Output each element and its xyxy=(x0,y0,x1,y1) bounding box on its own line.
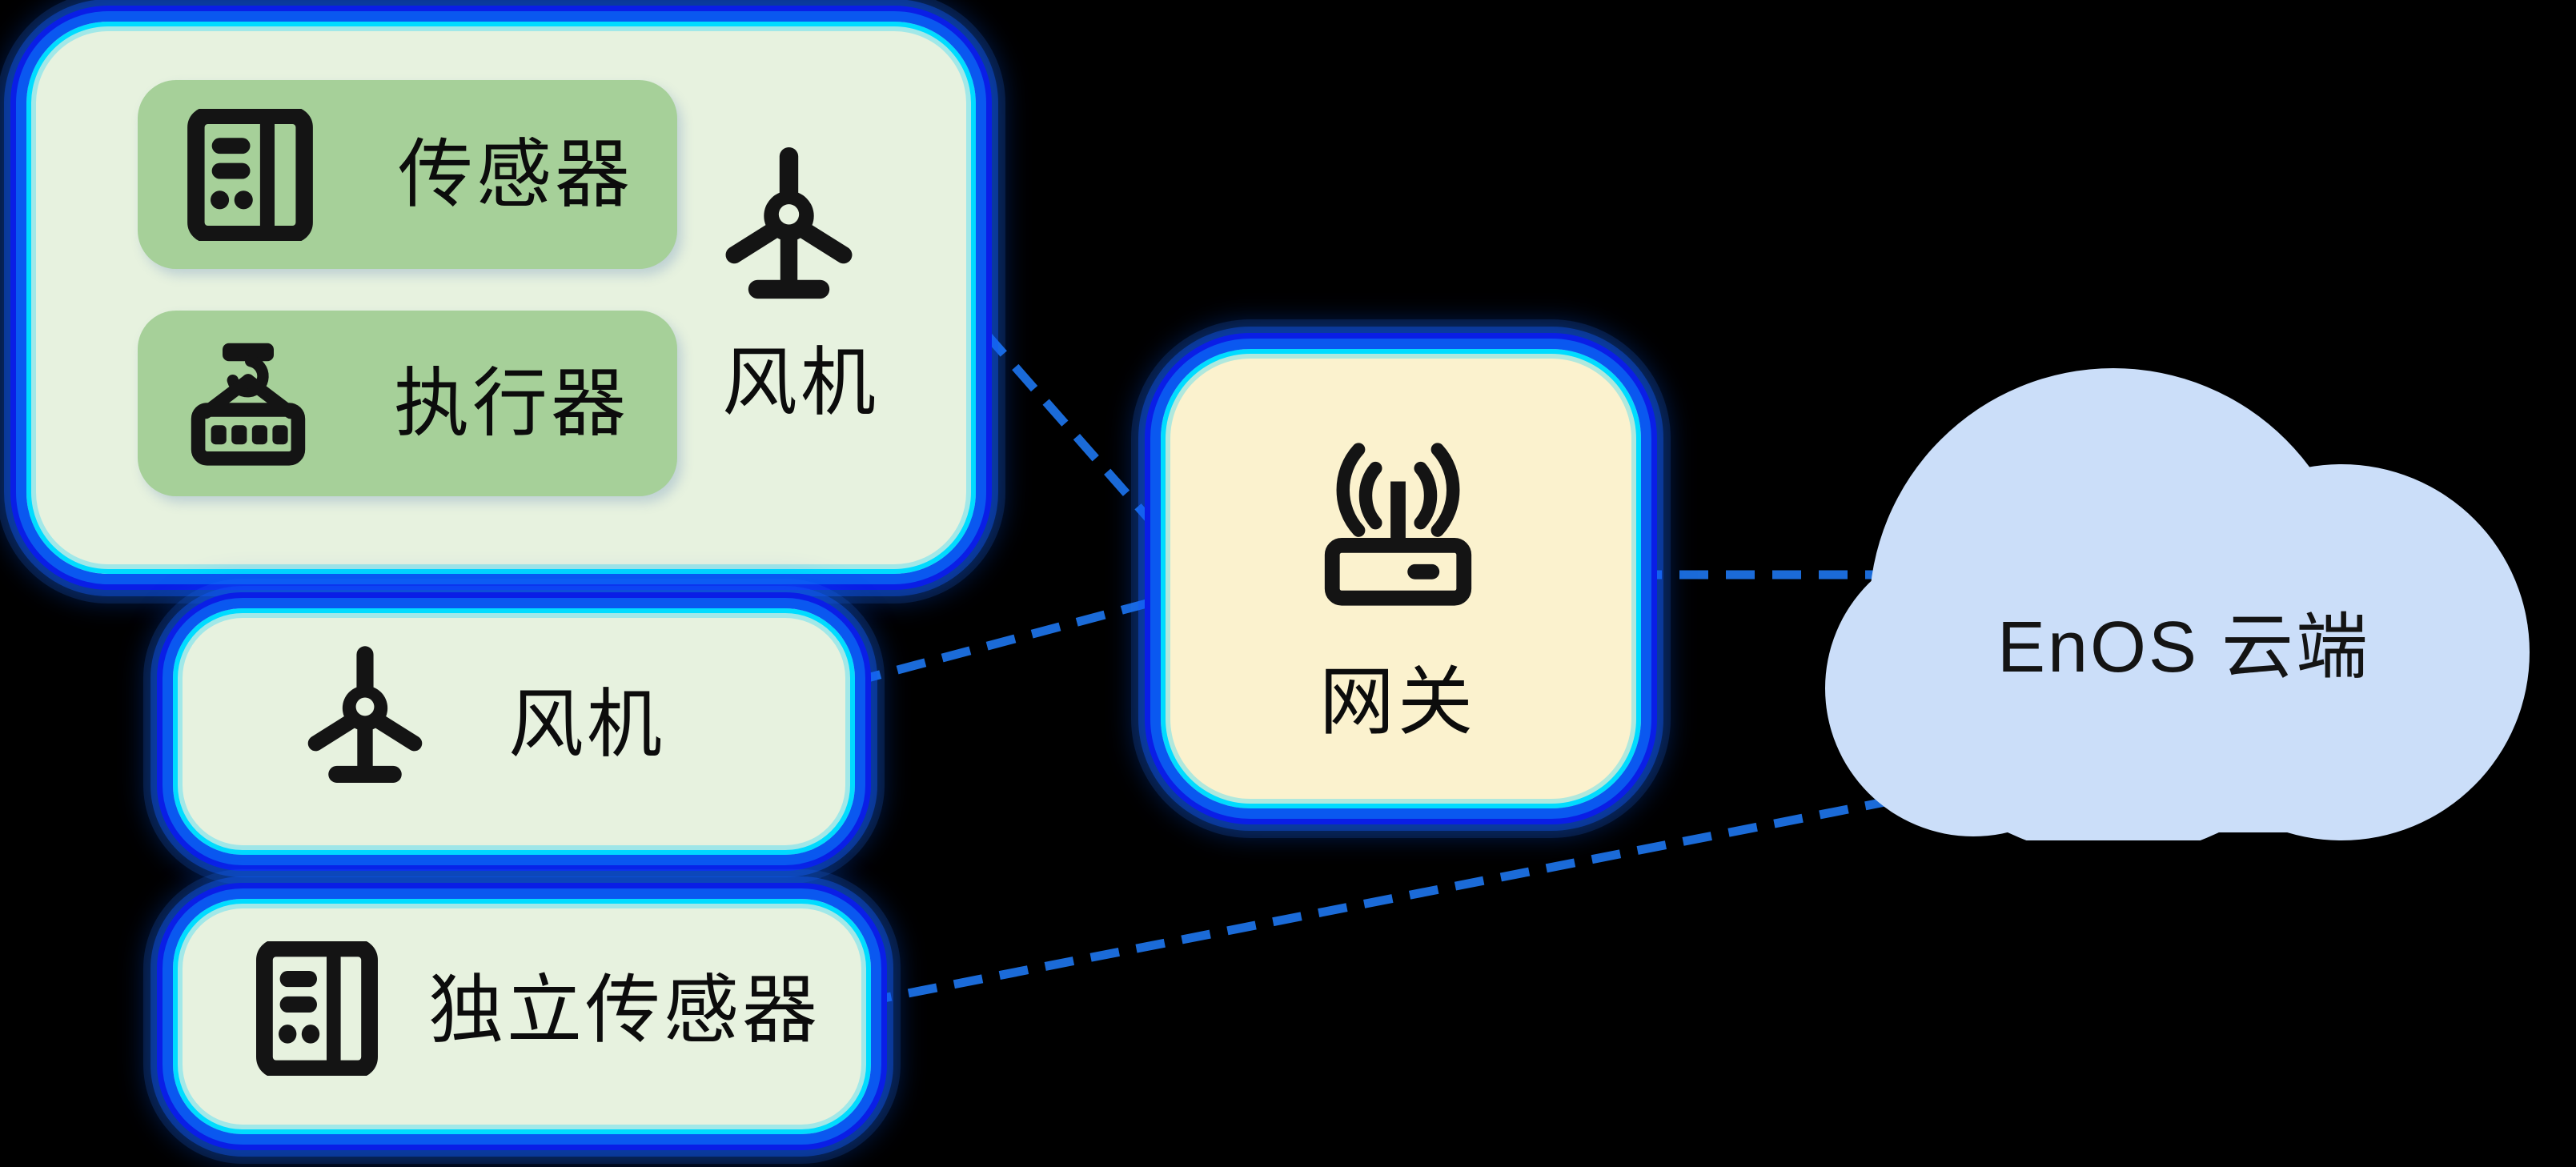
wind-turbine-icon xyxy=(711,142,867,305)
actuator-chip: 执行器 xyxy=(138,311,677,496)
wireless-router-icon xyxy=(1304,425,1492,613)
wind-turbine-icon xyxy=(295,642,435,788)
standalone-sensor-box: 独立传感器 xyxy=(163,888,881,1145)
sensor-icon xyxy=(253,939,381,1078)
gateway-label: 网关 xyxy=(1318,660,1477,744)
actuator-icon xyxy=(184,339,312,467)
connector-turbine2-gateway xyxy=(851,588,1190,687)
turbine-group-box: 传感器 执行器 xyxy=(16,11,986,584)
gateway-box: 网关 xyxy=(1150,339,1651,819)
sensor-icon xyxy=(184,106,316,243)
turbine-group-label: 风机 xyxy=(721,340,880,424)
sensor-label: 传感器 xyxy=(398,132,634,216)
sensor-chip: 传感器 xyxy=(138,80,677,269)
turbine2-box: 风机 xyxy=(163,598,865,865)
connector-standalone-sensor-cloud xyxy=(861,796,1895,1007)
standalone-sensor-label: 独立传感器 xyxy=(427,968,821,1052)
connector-turbine-group-gateway xyxy=(981,329,1205,581)
actuator-label: 执行器 xyxy=(394,361,630,445)
cloud-shape xyxy=(1825,368,2530,856)
turbine2-label: 风机 xyxy=(508,682,666,766)
enos-cloud: EnOS 云端 xyxy=(1785,352,2570,856)
cloud-label: EnOS 云端 xyxy=(1996,608,2371,688)
